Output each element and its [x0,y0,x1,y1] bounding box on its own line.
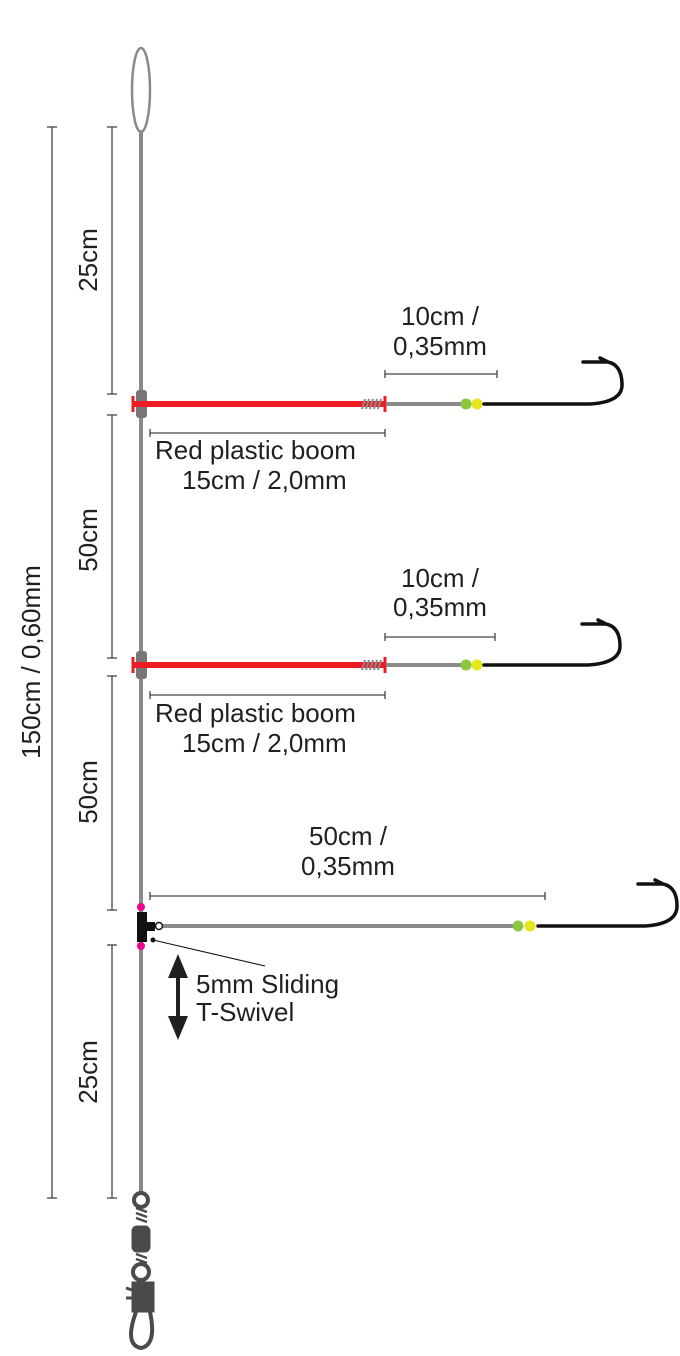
swivel-label: 5mm Sliding [196,969,339,999]
boom-2 [131,618,622,699]
snood-label: 10cm / [401,563,480,593]
boom-label: Red plastic boom [155,435,356,465]
section-label: 25cm [73,228,103,292]
swivel-label: T-Swivel [196,997,294,1027]
boom-label: 15cm / 2,0mm [182,728,347,758]
bead-yellow [471,659,483,671]
snood-label: 0,35mm [393,592,487,622]
bead-green [460,659,472,671]
section-label: 25cm [73,1040,103,1104]
bottom-snood-label: 50cm / [309,821,388,851]
section-dimension-lines [107,126,117,1199]
slide-arrow-icon [168,954,188,1040]
stopper-bead [137,903,145,911]
boom-label: 15cm / 2,0mm [182,465,347,495]
bottom-snood-label: 0,35mm [301,851,395,881]
boom-1 [131,356,624,437]
hook [482,618,622,667]
bottom-snood [137,878,679,1040]
total-dimension-line [47,126,57,1199]
snood-label: 0,35mm [393,331,487,361]
section-label: 50cm [73,508,103,572]
bead-yellow [524,920,536,932]
snap-swivel [125,1191,155,1351]
bead-yellow [471,398,483,410]
stopper-bead [137,942,145,950]
boom-label: Red plastic boom [155,698,356,728]
bead-green [460,398,472,410]
hook [482,356,624,406]
top-loop [130,46,152,134]
bead-green [512,920,524,932]
snood-label: 10cm / [401,301,480,331]
total-length-label: 150cm / 0,60mm [16,565,46,759]
section-label: 50cm [73,760,103,824]
hook [536,878,679,928]
